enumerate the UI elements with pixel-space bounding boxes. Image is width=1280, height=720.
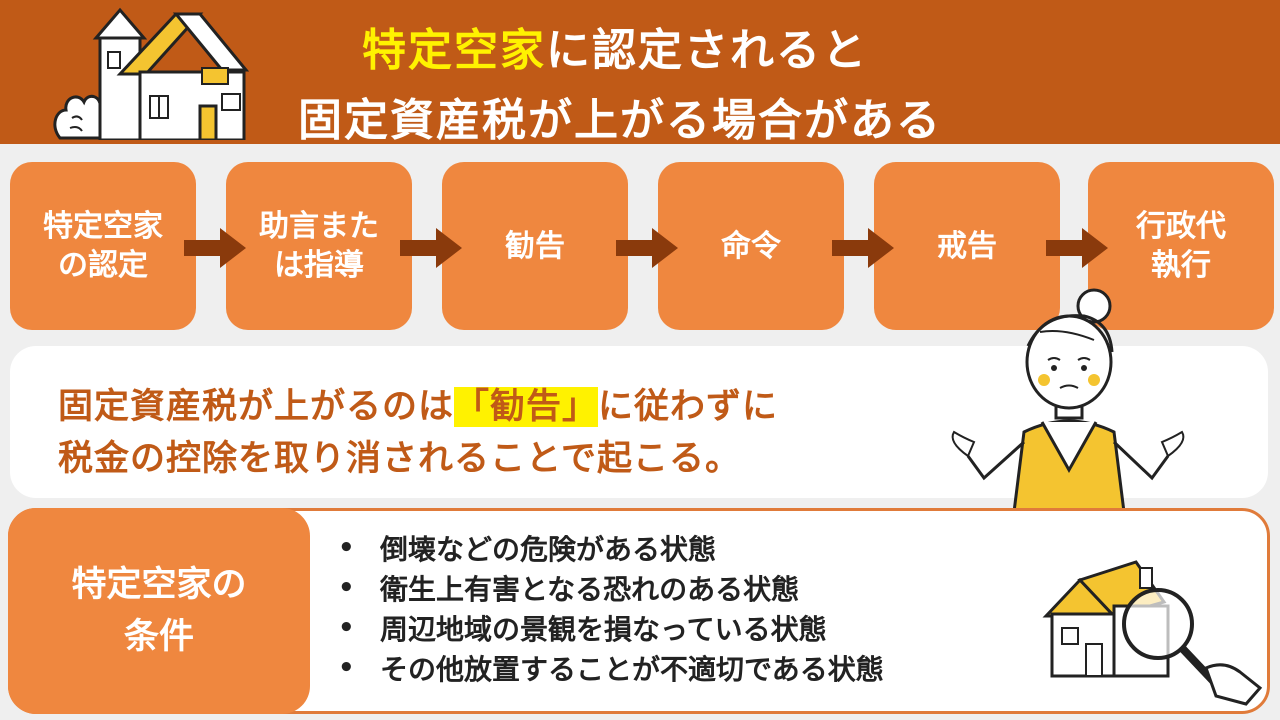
bullet: • [338, 613, 355, 643]
message-highlight: 「勧告」 [454, 387, 599, 427]
condition-text: 周辺地域の景観を損なっている状態 [380, 613, 827, 646]
flow-step-warning: 戒告 [874, 162, 1060, 330]
message-line-1: 固定資産税が上がるのは「勧告」に従わずに [58, 378, 778, 429]
arrow-right-icon [400, 228, 462, 268]
list-item: • その他放置することが不適切である状態 [332, 648, 884, 688]
flow-step-order: 命令 [658, 162, 844, 330]
flow-step-advice: 助言また は指導 [226, 162, 412, 330]
magnifier-icon [1042, 560, 1263, 706]
bullet: • [338, 653, 355, 683]
list-item: • 倒壊などの危険がある状態 [332, 528, 884, 568]
message-line-1-before: 固定資産税が上がるのは [58, 387, 455, 427]
arrow-right-icon [832, 228, 894, 268]
confused-woman-icon [951, 288, 1185, 512]
flow-step-recommendation: 勧告 [442, 162, 628, 330]
title-highlight: 特定空家 [362, 25, 546, 76]
conditions-label: 特定空家の 条件 [8, 508, 310, 714]
bullet: • [338, 573, 355, 603]
arrow-right-icon [1046, 228, 1108, 268]
conditions-list: • 倒壊などの危険がある状態 • 衛生上有害となる恐れのある状態 • 周辺地域の景観を… [332, 528, 884, 688]
list-item: • 周辺地域の景観を損なっている状態 [332, 608, 884, 648]
condition-text: その他放置することが不適切である状態 [380, 653, 884, 686]
list-item: • 衛生上有害となる恐れのある状態 [332, 568, 884, 608]
message-line-2: 税金の控除を取り消されることで起こる。 [58, 439, 741, 479]
flow-step-designation: 特定空家 の認定 [10, 162, 196, 330]
bullet: • [338, 533, 355, 563]
house-icon [53, 7, 250, 140]
condition-text: 衛生上有害となる恐れのある状態 [380, 573, 800, 606]
page-title-line-1: 特定空家に認定されると [362, 14, 1162, 78]
title-line-1-rest: に認定されると [546, 25, 868, 76]
arrow-right-icon [184, 228, 246, 268]
page-title-line-2: 固定資産税が上がる場合がある [298, 95, 942, 146]
message-line-1-after: に従わずに [598, 387, 779, 427]
condition-text: 倒壊などの危険がある状態 [380, 533, 717, 566]
flow-step-execution: 行政代 執行 [1088, 162, 1274, 330]
arrow-right-icon [616, 228, 678, 268]
